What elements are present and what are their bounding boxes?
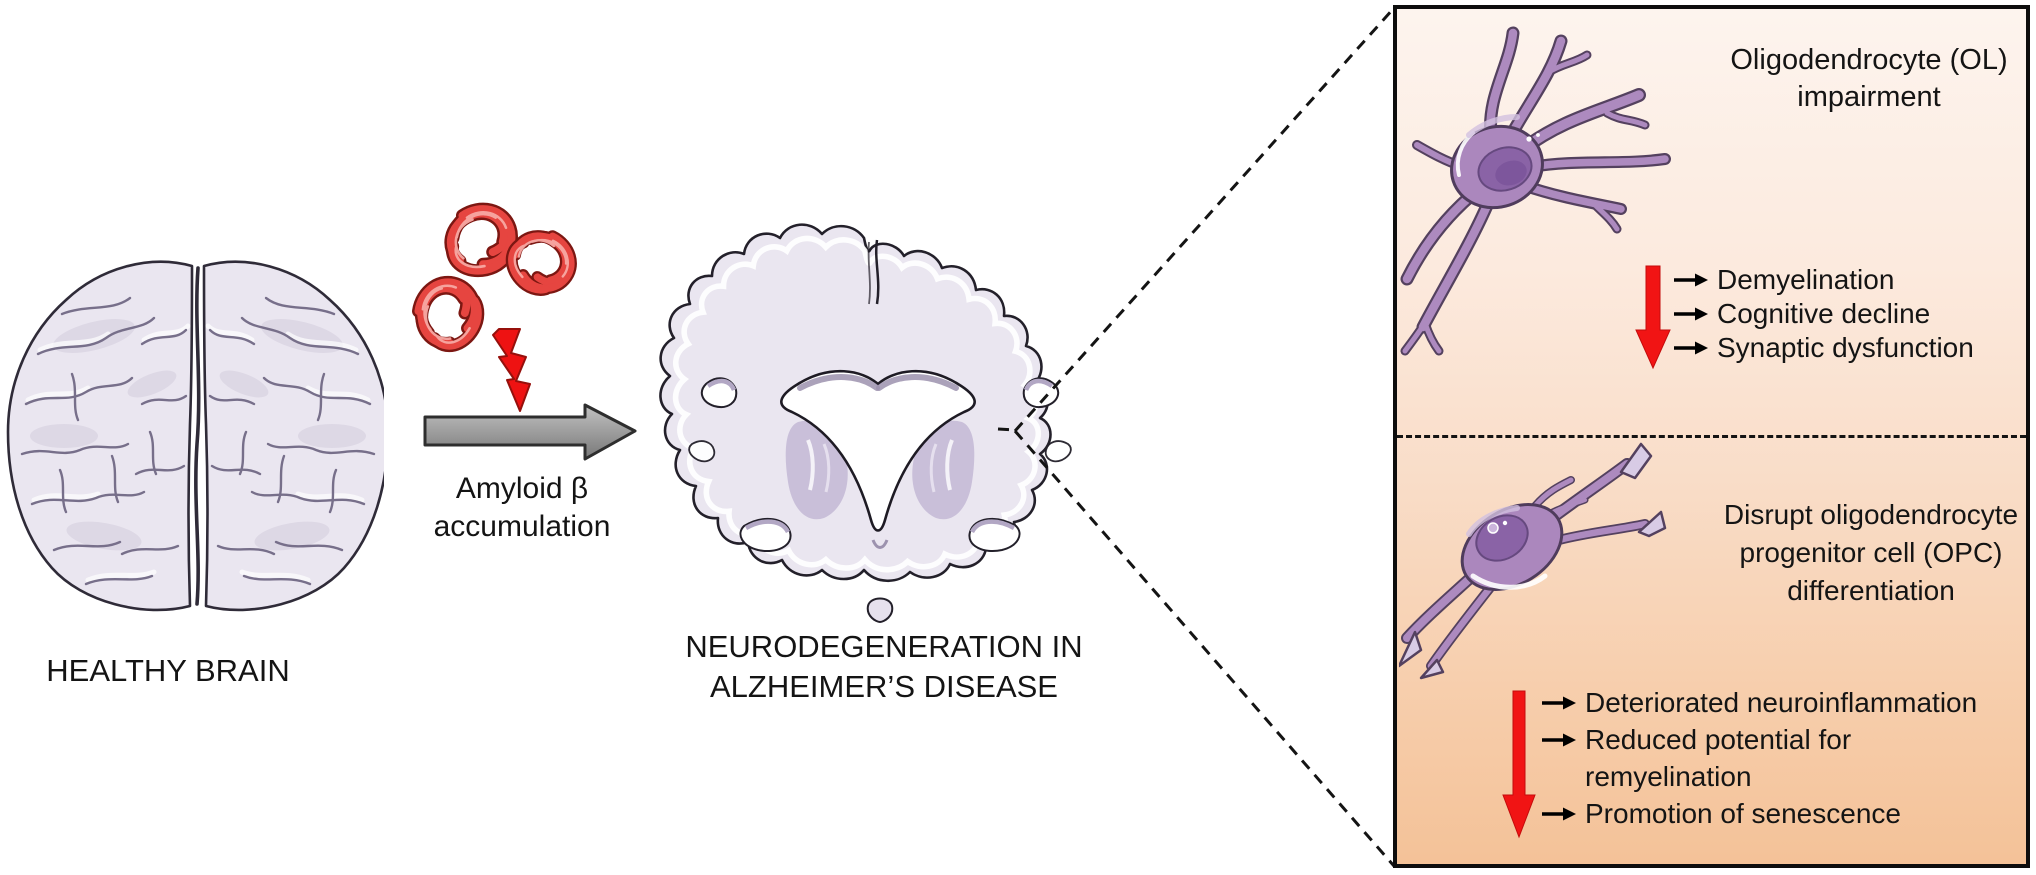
gray-right-arrow-icon bbox=[423, 403, 637, 461]
right-arrow-icon bbox=[1542, 733, 1576, 747]
degenerated-brain-illustration bbox=[659, 223, 1112, 624]
amyloid-accumulation-art bbox=[390, 130, 637, 461]
amyloid-label-line1: Amyloid β bbox=[455, 472, 589, 505]
healthy-brain-illustration bbox=[2, 254, 384, 618]
amyloid-label-line2: accumulation bbox=[433, 510, 611, 543]
ventricle bbox=[780, 369, 976, 532]
neurodegeneration-label-line1: NEURODEGENERATION IN bbox=[685, 629, 1083, 664]
list-item-label: Demyelination bbox=[1717, 264, 1895, 295]
list-item-label: Cognitive decline bbox=[1717, 298, 1931, 329]
zoom-panel: Oligodendrocyte (OL) impairment Demyelin… bbox=[1393, 5, 2030, 868]
neurodegeneration-label-line2: ALZHEIMER’S DISEASE bbox=[710, 669, 1058, 704]
brain-midline bbox=[194, 266, 201, 606]
opc-disruption-title-line2: progenitor cell (OPC) bbox=[1739, 537, 2003, 568]
list-item-label: Synaptic dysfunction bbox=[1717, 332, 1974, 363]
amyloid-tangle-icon bbox=[407, 272, 489, 354]
list-item-line: remyelination bbox=[1585, 761, 1752, 792]
list-item: Synaptic dysfunction bbox=[1673, 331, 1974, 365]
section-divider bbox=[1397, 435, 2026, 438]
red-down-arrow-icon bbox=[1635, 265, 1671, 370]
lightning-bolt-icon bbox=[492, 328, 531, 412]
opc-consequence-list: Deteriorated neuroinflammation Reduced p… bbox=[1541, 684, 1977, 832]
opc-disruption-title-line3: differentiation bbox=[1787, 575, 1955, 606]
right-arrow-icon bbox=[1674, 307, 1708, 321]
right-arrow-icon bbox=[1542, 807, 1576, 821]
ol-impairment-title: Oligodendrocyte (OL) impairment bbox=[1730, 42, 2007, 116]
opc-disruption-title-line1: Disrupt oligodendrocyte bbox=[1723, 499, 2019, 530]
opc-cell-illustration bbox=[1399, 442, 1667, 680]
ol-impairment-title-line1: Oligodendrocyte (OL) bbox=[1730, 44, 2008, 76]
list-item-text: Deteriorated neuroinflammation bbox=[1585, 684, 1977, 721]
list-item: Demyelination bbox=[1673, 263, 1974, 297]
amyloid-label: Amyloid β accumulation bbox=[434, 470, 611, 546]
red-down-arrow-icon bbox=[1502, 690, 1536, 839]
list-item: Deteriorated neuroinflammation bbox=[1541, 684, 1977, 721]
right-arrow-icon bbox=[1542, 696, 1576, 710]
oligodendrocyte-cell-illustration bbox=[1399, 17, 1689, 367]
ol-impairment-title-line2: impairment bbox=[1797, 81, 1941, 113]
list-item: Promotion of senescence bbox=[1541, 795, 1977, 832]
list-item: Cognitive decline bbox=[1673, 297, 1974, 331]
healthy-brain-label: HEALTHY BRAIN bbox=[46, 653, 290, 688]
right-arrow-icon bbox=[1674, 341, 1708, 355]
list-item: Reduced potential for remyelination bbox=[1541, 721, 1977, 795]
neurodegeneration-label: NEURODEGENERATION IN ALZHEIMER’S DISEASE bbox=[685, 627, 1082, 707]
list-item-text: Promotion of senescence bbox=[1585, 795, 1901, 832]
list-item-line: Promotion of senescence bbox=[1585, 798, 1901, 829]
dashed-connector-lines bbox=[997, 6, 1396, 867]
list-item-text: Reduced potential for remyelination bbox=[1585, 721, 1851, 795]
list-item-line: Deteriorated neuroinflammation bbox=[1585, 687, 1978, 718]
opc-disruption-title: Disrupt oligodendrocyte progenitor cell … bbox=[1724, 496, 2018, 610]
list-item-line: Reduced potential for bbox=[1585, 724, 1852, 755]
right-arrow-icon bbox=[1674, 273, 1708, 287]
ol-consequence-list: Demyelination Cognitive decline Synaptic… bbox=[1673, 263, 1974, 365]
